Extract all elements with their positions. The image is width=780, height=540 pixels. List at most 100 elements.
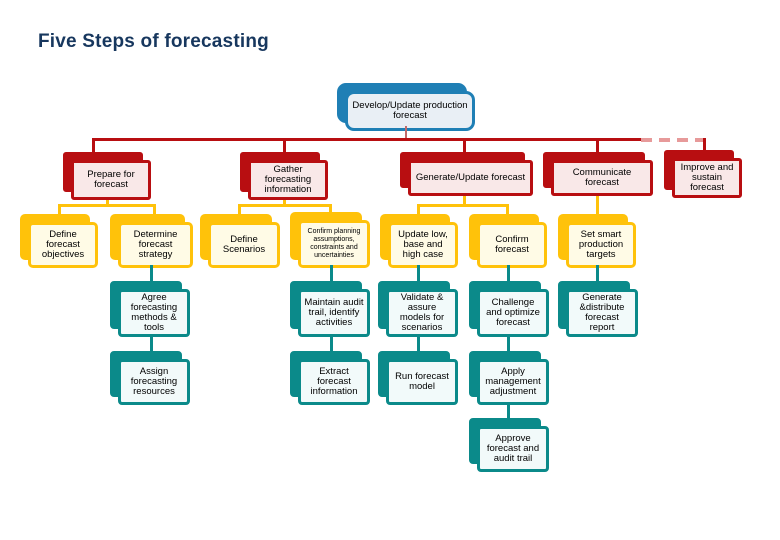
node-face: Prepare for forecast <box>71 160 151 200</box>
node-face: Challenge and optimize forecast <box>477 289 549 337</box>
node-face: Validate & assure models for scenarios <box>386 289 458 337</box>
node-face: Extract forecast information <box>298 359 370 405</box>
node-face: Run forecast model <box>386 359 458 405</box>
node-challenge-and-optimize-forecast[interactable]: Challenge and optimize forecast <box>469 281 549 337</box>
node-define-forecast-objectives[interactable]: Define forecast objectives <box>20 214 98 268</box>
node-label: Define Scenarios <box>222 233 266 255</box>
connector-generate-to-confirm-forecast <box>506 204 509 214</box>
connector-generate-stem <box>463 196 466 207</box>
connector-spine-drop-communicate <box>596 138 599 152</box>
node-face: Develop/Update production forecast <box>345 91 475 131</box>
node-label: Apply management adjustment <box>485 365 541 398</box>
connector-spine-drop-prepare <box>92 138 95 152</box>
node-label: Validate & assure models for scenarios <box>399 291 445 334</box>
connector-gather-to-confirm-planning <box>329 204 332 214</box>
connector-gather-stem <box>283 200 286 207</box>
connector-spine-drop-improve <box>703 138 706 152</box>
node-face: Update low, base and high case <box>388 222 458 268</box>
node-face: Approve forecast and audit trail <box>477 426 549 472</box>
connector-confirm-planning-to-maintain-audit <box>330 265 333 281</box>
connector-validate-models-to-run-model <box>417 334 420 351</box>
connector-prepare-to-define-objectives <box>58 204 61 214</box>
node-label: Generate &distribute forecast report <box>579 291 625 334</box>
node-label: Set smart production targets <box>578 228 624 261</box>
connector-prepare-stem <box>106 200 109 207</box>
node-label: Agree forecasting methods & tools <box>130 291 178 334</box>
node-set-smart-production-targets[interactable]: Set smart production targets <box>558 214 636 268</box>
node-face: Agree forecasting methods & tools <box>118 289 190 337</box>
node-face: Maintain audit trail, identify activitie… <box>298 289 370 337</box>
node-maintain-audit-trail-identify-activities[interactable]: Maintain audit trail, identify activitie… <box>290 281 370 337</box>
node-generate-update-forecast[interactable]: Generate/Update forecast <box>400 152 533 196</box>
connector-generate-bracket <box>417 204 509 207</box>
node-label: Run forecast model <box>395 370 449 392</box>
node-label: Determine forecast strategy <box>133 228 178 261</box>
node-extract-forecast-information[interactable]: Extract forecast information <box>290 351 370 405</box>
connector-spine-drop-gather <box>283 138 286 152</box>
connector-determine-strategy-to-agree-methods <box>150 265 153 281</box>
connector-root-to-spine <box>405 126 407 139</box>
node-label: Approve forecast and audit trail <box>486 432 540 465</box>
connector-apply-adjustment-to-approve-trail <box>507 402 510 418</box>
node-label: Communicate forecast <box>572 166 632 188</box>
node-label: Generate/Update forecast <box>415 171 526 183</box>
node-update-low-base-high-case[interactable]: Update low, base and high case <box>380 214 458 268</box>
connector-prepare-bracket <box>58 204 156 207</box>
connector-confirm-forecast-to-challenge-optimize <box>507 265 510 281</box>
node-label: Confirm forecast <box>495 233 529 255</box>
connector-prepare-to-determine-strategy <box>153 204 156 214</box>
node-confirm-forecast[interactable]: Confirm forecast <box>469 214 547 268</box>
node-face: Set smart production targets <box>566 222 636 268</box>
node-label: Confirm planning assumptions, constraint… <box>307 227 361 260</box>
node-communicate-forecast[interactable]: Communicate forecast <box>543 152 653 196</box>
connector-communicate-to-set-targets <box>596 196 599 214</box>
connector-update-case-to-validate-models <box>417 265 420 281</box>
node-face: Define Scenarios <box>208 222 280 268</box>
node-face: Define forecast objectives <box>28 222 98 268</box>
node-apply-management-adjustment[interactable]: Apply management adjustment <box>469 351 549 405</box>
node-label: Challenge and optimize forecast <box>486 296 540 329</box>
node-confirm-planning-assumptions[interactable]: Confirm planning assumptions, constraint… <box>290 212 370 268</box>
connector-spine-horizontal <box>92 138 641 141</box>
connector-agree-methods-to-assign-resources <box>150 334 153 351</box>
node-face: Assign forecasting resources <box>118 359 190 405</box>
node-determine-forecast-strategy[interactable]: Determine forecast strategy <box>110 214 193 268</box>
page-title: Five Steps of forecasting <box>38 31 269 52</box>
node-face: Confirm forecast <box>477 222 547 268</box>
node-label: Update low, base and high case <box>398 228 448 261</box>
node-label: Define forecast objectives <box>41 228 85 261</box>
node-approve-forecast-and-audit-trail[interactable]: Approve forecast and audit trail <box>469 418 549 472</box>
node-label: Assign forecasting resources <box>130 365 178 398</box>
node-face: Confirm planning assumptions, constraint… <box>298 220 370 268</box>
node-root-develop-update-production-forecast[interactable]: Develop/Update production forecast <box>337 83 475 131</box>
connector-challenge-optimize-to-apply-adjustment <box>507 334 510 351</box>
connector-spine-dashed-extension <box>641 138 703 142</box>
node-gather-forecasting-information[interactable]: Gather forecasting information <box>240 152 328 200</box>
node-face: Communicate forecast <box>551 160 653 196</box>
node-prepare-for-forecast[interactable]: Prepare for forecast <box>63 152 151 200</box>
node-validate-assure-models-for-scenarios[interactable]: Validate & assure models for scenarios <box>378 281 458 337</box>
connector-maintain-audit-to-extract-info <box>330 334 333 351</box>
node-label: Develop/Update production forecast <box>352 99 468 121</box>
node-generate-distribute-forecast-report[interactable]: Generate &distribute forecast report <box>558 281 638 337</box>
node-label: Improve and sustain forecast <box>680 161 734 194</box>
node-face: Generate/Update forecast <box>408 160 533 196</box>
connector-gather-to-define-scenarios <box>238 204 241 214</box>
node-face: Gather forecasting information <box>248 160 328 200</box>
node-assign-forecasting-resources[interactable]: Assign forecasting resources <box>110 351 190 405</box>
node-run-forecast-model[interactable]: Run forecast model <box>378 351 458 405</box>
connector-spine-drop-generate <box>463 138 466 152</box>
node-label: Prepare for forecast <box>87 168 135 190</box>
node-label: Gather forecasting information <box>264 163 312 196</box>
node-agree-forecasting-methods-tools[interactable]: Agree forecasting methods & tools <box>110 281 190 337</box>
connector-generate-to-update-case <box>417 204 420 214</box>
node-label: Extract forecast information <box>310 365 358 398</box>
node-improve-and-sustain-forecast[interactable]: Improve and sustain forecast <box>664 150 742 198</box>
node-define-scenarios[interactable]: Define Scenarios <box>200 214 280 268</box>
node-face: Apply management adjustment <box>477 359 549 405</box>
connector-gather-bracket <box>238 204 332 207</box>
node-face: Improve and sustain forecast <box>672 158 742 198</box>
node-face: Determine forecast strategy <box>118 222 193 268</box>
node-label: Maintain audit trail, identify activitie… <box>304 296 364 329</box>
